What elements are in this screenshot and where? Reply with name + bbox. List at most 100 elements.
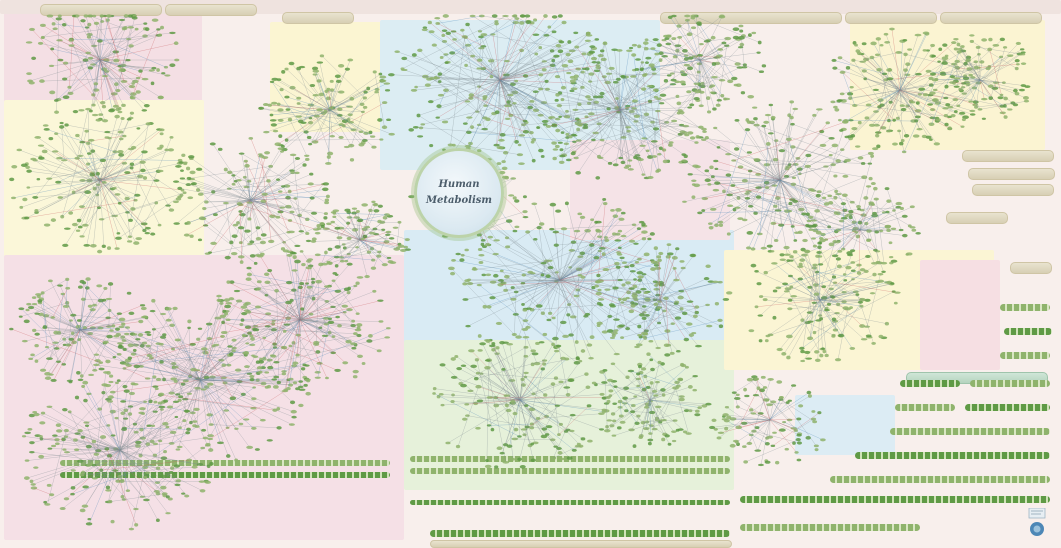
metabolite-node — [575, 340, 579, 344]
metabolite-node — [335, 316, 340, 319]
metabolite-node — [362, 362, 366, 365]
metabolite-node — [835, 358, 841, 361]
metabolite-node — [316, 79, 321, 82]
reaction-edge — [283, 110, 330, 147]
metabolite-node — [64, 227, 71, 229]
metabolite-node — [290, 400, 295, 404]
metabolite-node — [706, 325, 712, 328]
metabolite-node — [25, 459, 30, 461]
metabolite-node — [142, 315, 148, 318]
metabolite-node — [79, 235, 84, 237]
metabolite-node — [875, 134, 879, 138]
metabolite-node — [347, 263, 353, 266]
metabolite-node — [620, 336, 624, 339]
metabolite-node — [687, 300, 693, 303]
metabolite-node — [615, 208, 622, 212]
metabolite-node — [652, 390, 657, 393]
metabolite-node — [379, 138, 383, 140]
reaction-edge — [700, 60, 719, 100]
reaction-edge — [696, 64, 713, 84]
metabolite-node — [650, 267, 656, 271]
reaction-edge — [250, 200, 322, 224]
metabolite-node — [174, 59, 179, 62]
metabolite-node — [245, 342, 249, 344]
metabolite-node — [327, 321, 334, 324]
metabolite-node — [158, 393, 164, 396]
metabolite-node — [650, 368, 655, 371]
metabolite-node — [941, 62, 948, 65]
metabolite-node — [913, 134, 920, 137]
metabolite-node — [293, 381, 297, 384]
metabolite-node — [57, 284, 63, 286]
metabolite-node — [738, 25, 743, 28]
reaction-edge — [270, 271, 300, 320]
metabolite-node — [442, 120, 448, 123]
metabolite-node — [500, 270, 504, 272]
metabolite-node — [239, 423, 244, 425]
metabolite-node — [930, 108, 935, 111]
metabolite-node — [264, 151, 270, 154]
metabolite-node — [712, 107, 716, 110]
metabolite-node — [187, 177, 192, 180]
metabolite-node — [92, 464, 96, 467]
metabolite-node — [838, 56, 843, 59]
metabolite-node — [775, 287, 781, 290]
metabolite-node — [641, 87, 646, 90]
metabolite-node — [788, 299, 793, 302]
metabolite-node — [375, 88, 380, 91]
metabolite-node — [38, 157, 45, 160]
metabolite-node — [443, 14, 449, 18]
metabolite-node — [295, 387, 300, 390]
metabolite-node — [689, 103, 694, 106]
metabolite-node — [687, 106, 692, 108]
metabolite-node — [158, 34, 162, 37]
metabolite-node — [231, 252, 238, 255]
metabolite-node — [514, 226, 519, 229]
metabolite-node — [175, 479, 181, 482]
metabolite-node — [218, 148, 223, 151]
metabolite-node — [138, 69, 142, 72]
reaction-edge — [559, 346, 568, 395]
metabolite-node — [799, 258, 805, 262]
metabolite-node — [229, 352, 233, 356]
metabolite-node — [538, 73, 543, 76]
reaction-edge — [155, 301, 239, 412]
metabolite-node — [617, 426, 622, 429]
metabolite-node — [555, 99, 559, 102]
metabolite-node — [531, 459, 536, 462]
metabolite-node — [609, 67, 615, 70]
metabolite-node — [656, 255, 661, 258]
metabolite-node — [127, 118, 132, 120]
metabolite-node — [288, 378, 293, 381]
metabolite-node — [116, 108, 120, 111]
metabolite-node — [701, 209, 705, 212]
metabolite-node — [238, 255, 245, 258]
metabolite-node — [855, 145, 860, 147]
metabolite-node — [357, 326, 361, 330]
metabolite-node — [267, 104, 272, 107]
metabolite-node — [824, 309, 830, 311]
metabolite-node — [300, 250, 304, 253]
metabolite-node — [553, 148, 559, 150]
metabolite-node — [133, 349, 137, 352]
reaction-edge — [700, 25, 735, 79]
metabolite-node — [772, 316, 776, 320]
metabolite-node — [574, 46, 579, 49]
metabolite-node — [22, 198, 27, 202]
metabolite-node — [303, 384, 307, 387]
metabolite-node — [127, 240, 132, 242]
metabolite-node — [953, 38, 958, 40]
metabolite-node — [85, 286, 90, 290]
metabolite-node — [816, 108, 823, 110]
metabolite-node — [599, 428, 604, 430]
metabolite-node — [448, 143, 454, 146]
metabolite-node — [552, 15, 558, 18]
metabolite-node — [85, 52, 91, 55]
metabolite-node — [275, 142, 282, 146]
metabolite-node — [87, 23, 91, 27]
metabolite-node — [832, 334, 836, 337]
metabolite-node — [203, 437, 209, 440]
metabolite-node — [134, 523, 138, 526]
metabolite-node — [283, 388, 288, 391]
metabolite-node — [786, 356, 790, 360]
